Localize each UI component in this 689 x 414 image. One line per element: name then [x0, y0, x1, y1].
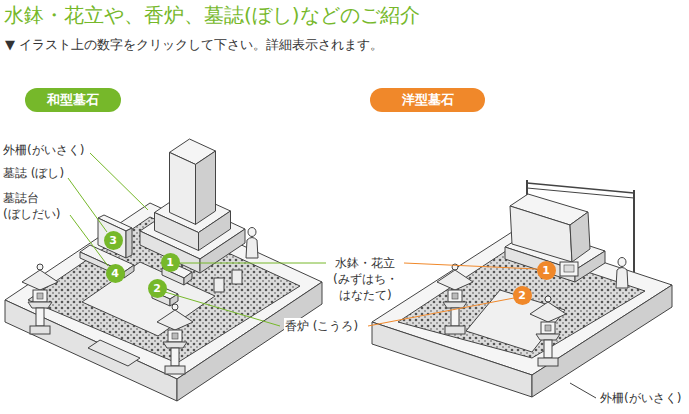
callout-number: 3 [104, 231, 123, 250]
japanese-grave-part [126, 228, 132, 258]
japanese-grave-part [124, 265, 134, 278]
japanese-grave-part [184, 272, 192, 285]
western-grave-part [564, 265, 574, 272]
number-text: 2 [518, 289, 526, 302]
western-grave [372, 180, 672, 397]
category-pill: 和型墓石 [25, 88, 121, 112]
western-grave-part [633, 190, 635, 272]
japanese-grave-part [82, 262, 215, 336]
japanese-grave-part [5, 203, 322, 379]
number-text: 1 [542, 264, 550, 277]
western-grave-part [570, 212, 590, 262]
category-pill: 洋型墓石 [370, 88, 485, 112]
callout-number: 1 [537, 261, 556, 280]
western-grave-part [527, 183, 634, 193]
title: 水鉢・花立や、香炉、墓誌(ぼし)などのご紹介 [4, 2, 420, 29]
callout-number: 4 [106, 264, 125, 283]
callout-number: 2 [148, 279, 167, 298]
callout-number: 1 [161, 253, 180, 272]
western-grave-part [398, 247, 645, 358]
western-grave-part [437, 264, 473, 334]
japanese-grave-part [170, 152, 196, 224]
number-text: 3 [109, 234, 117, 247]
japanese-grave-part [232, 270, 242, 284]
leader-lines-part [179, 263, 326, 264]
japanese-grave-part [22, 264, 58, 334]
callout-number: 2 [513, 286, 532, 305]
japanese-grave-part [246, 228, 258, 259]
japanese-grave-part [88, 340, 140, 366]
western-grave-part [527, 188, 634, 198]
leader-lines-part [90, 153, 148, 210]
part-name: 香炉 (こうろ) [284, 318, 359, 334]
japanese-grave-part [214, 278, 224, 292]
part-name: 水鉢・花立 (みずはち・はなたて) [332, 255, 399, 304]
japanese-grave-part [196, 151, 216, 224]
pill-label: 洋型墓石 [402, 91, 454, 109]
leader-lines-part [570, 383, 596, 398]
leader-lines-part [165, 292, 280, 326]
number-text: 2 [153, 282, 161, 295]
number-text: 1 [166, 256, 174, 269]
part-name: 外柵(がいさく) [2, 142, 85, 158]
leader-lines-part [70, 215, 108, 266]
number-text: 4 [111, 267, 119, 280]
part-name: 外柵(がいさく) [599, 390, 682, 406]
western-grave-part [560, 262, 578, 276]
japanese-grave-part [157, 304, 193, 374]
western-grave-part [616, 258, 628, 289]
part-name: 墓誌台 (ぼしだい) [2, 190, 61, 222]
part-name: 墓誌 (ぼし) [2, 165, 65, 181]
leader-lines [68, 153, 596, 398]
leader-lines-part [404, 263, 537, 269]
western-grave-part [530, 296, 566, 366]
instruction: ▼ イラスト上の数字をクリックして下さい。詳細表示されます。 [4, 36, 384, 54]
leader-lines-part [68, 178, 107, 232]
pill-label: 和型墓石 [47, 91, 99, 109]
western-grave-part [510, 206, 572, 262]
japanese-grave-part [98, 218, 126, 258]
